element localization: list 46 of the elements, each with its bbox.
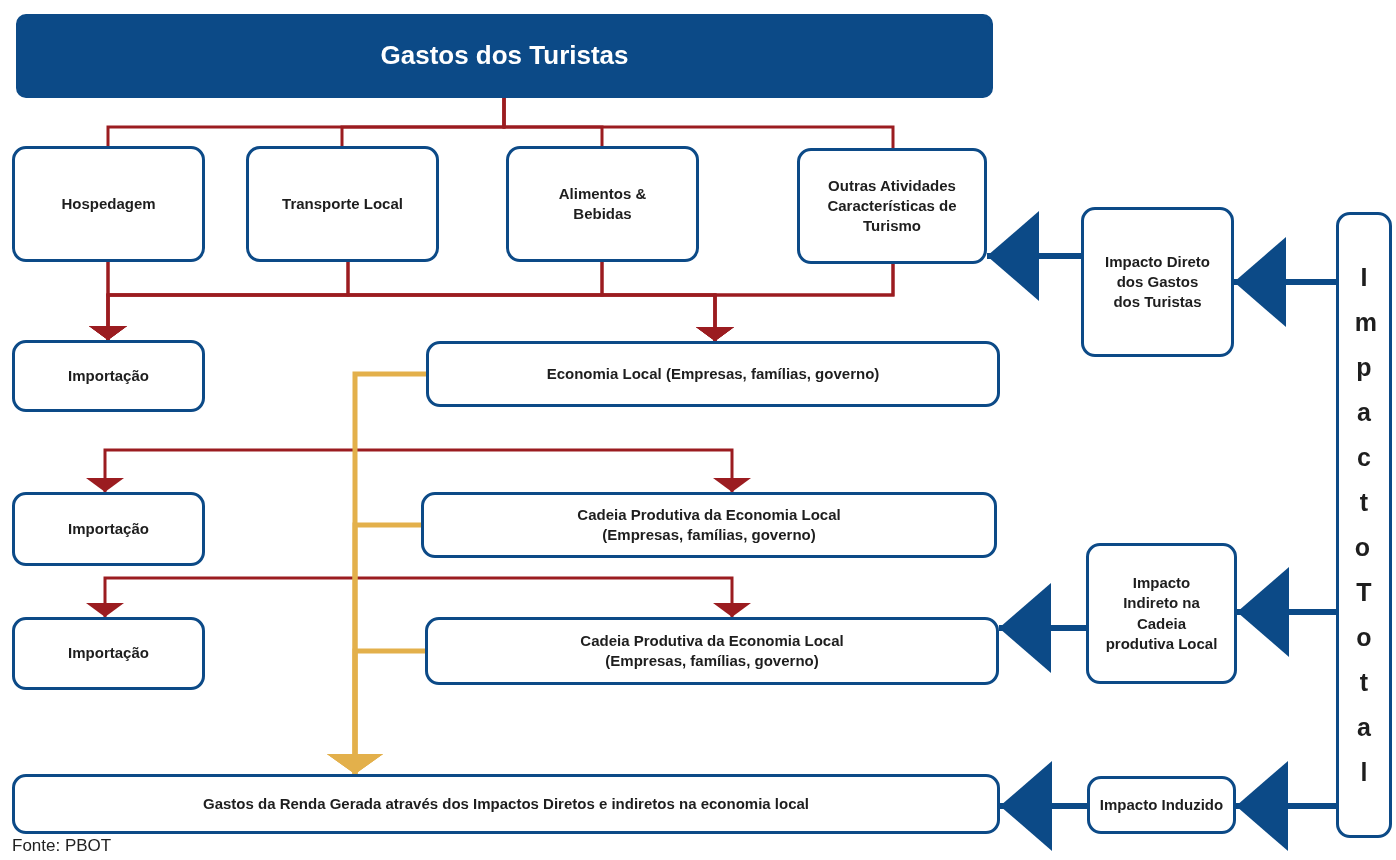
node-text: Economia Local (Empresas, famílias, governo) — [546, 363, 880, 384]
process-box — [506, 146, 699, 262]
title-banner — [16, 14, 993, 98]
arrow — [999, 583, 1086, 673]
process-box — [12, 340, 205, 412]
node-text: Cadeia Produtiva da Economia Local (Empresas, famílias, governo) — [576, 504, 842, 545]
node-text: Cadeia Produtiva da Economia Local (Empresas, famílias, governo) — [579, 630, 845, 671]
node-text: Importação — [68, 518, 149, 539]
arrow — [1237, 567, 1336, 657]
arrow — [1000, 761, 1087, 851]
node-text: Outras Atividades Características de Turismo — [826, 175, 958, 237]
node-text: Impacto Total — [1354, 262, 1374, 788]
process-box — [797, 148, 987, 264]
arrow — [1236, 761, 1336, 851]
process-box — [421, 492, 997, 558]
process-box — [12, 492, 205, 566]
node-text: Transporte Local — [282, 193, 403, 214]
arrow — [987, 211, 1081, 301]
node-text: Importação — [68, 643, 149, 664]
arrow — [418, 576, 751, 617]
node-text: Impacto Indireto na Cadeia produtiva Local — [1105, 573, 1218, 654]
source-note: Fonte: PBOT — [12, 836, 112, 856]
vertical-box — [1336, 212, 1392, 838]
node-text: Impacto Direto dos Gastos dos Turistas — [1104, 251, 1211, 313]
node-text: Hospedagem — [61, 193, 156, 214]
arrow — [86, 448, 418, 492]
node-text: Gastos dos Turistas — [380, 39, 629, 73]
node-text: Gastos da Renda Gerada através dos Impactos Diretos e indiretos na economia local — [202, 793, 809, 814]
arrow — [1234, 237, 1336, 327]
arrow — [327, 648, 425, 774]
connector-line — [502, 98, 895, 148]
process-box — [1081, 207, 1234, 357]
process-box — [12, 774, 1000, 834]
arrow — [86, 576, 418, 617]
process-box — [12, 617, 205, 690]
process-box — [1087, 776, 1236, 834]
process-box — [425, 617, 999, 685]
node-text: Alimentos & Bebidas — [557, 183, 648, 224]
process-box — [246, 146, 439, 262]
process-box — [426, 341, 1000, 407]
arrow — [418, 448, 751, 492]
node-text: Impacto Induzido — [1099, 794, 1224, 815]
process-box — [12, 146, 205, 262]
process-box — [1086, 543, 1237, 684]
arrow — [696, 264, 895, 341]
node-text: Importação — [68, 365, 149, 386]
